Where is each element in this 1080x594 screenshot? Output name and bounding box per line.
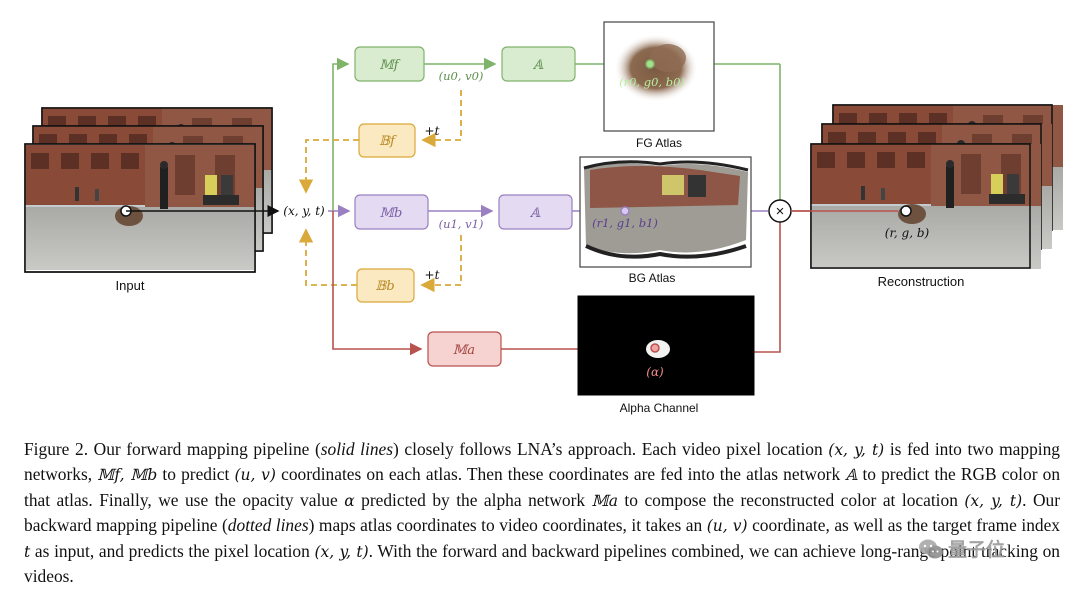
caption-solid-lines: solid lines (320, 439, 394, 459)
bg-atlas-net-label: 𝔸 (529, 206, 541, 221)
plus-t-bottom: +t (425, 268, 440, 282)
fg-atlas-point (645, 59, 655, 69)
bg-atlas-net-node (498, 194, 573, 230)
bb-label: 𝔹b (375, 279, 394, 294)
caption-text-19: ) maps atlas coordinates to video coordi… (308, 515, 707, 536)
fg-atlas-net-label: 𝔸 (532, 58, 544, 73)
caption-text-23: as input, and predicts the pixel locatio… (30, 540, 315, 561)
red-path-to-ma (332, 211, 423, 356)
caption-math-xyt-1: (x, y, t) (828, 441, 885, 459)
orange-bf-to-xyt (298, 139, 359, 194)
xyt-label: (x, y, t) (283, 204, 325, 218)
fg-atlas-label: FG Atlas (636, 136, 682, 150)
orange-path-to-bf (421, 90, 462, 148)
bf-label: 𝔹f (379, 134, 397, 149)
caption-math-ma: 𝕄a (591, 491, 618, 510)
caption-math-a: 𝔸 (845, 466, 858, 485)
bg-atlas-image (579, 156, 752, 268)
watermark-text: 量子位 (948, 539, 1006, 561)
wechat-icon (919, 539, 943, 558)
caption-math-uv-2: (u, v) (706, 517, 748, 536)
alpha-point (650, 343, 660, 353)
orange-bb-to-xyt (298, 228, 357, 286)
caption-text-21: coordinate, as well as the target frame … (747, 515, 1060, 536)
u0v0-label: (u0, v0) (439, 69, 484, 83)
caption-dotted-lines: dotted lines (227, 515, 309, 536)
bg-atlas-label: BG Atlas (629, 271, 676, 285)
rgb1-label: (r1, g1, b1) (592, 216, 658, 230)
caption-text-25: . With the forward and backward pipeline… (24, 540, 1061, 587)
u1v1-label: (u1, v1) (439, 217, 484, 231)
caption-math-mf-mb: 𝕄f, 𝕄b (97, 466, 158, 485)
figure-caption: Figure 2. Our forward mapping pipeline (… (24, 437, 1060, 588)
caption-text-5: is fed into two mapping networks, (24, 439, 1060, 485)
caption-text-13: predicted by the alpha network (354, 489, 592, 510)
mb-node (354, 194, 429, 230)
caption-math-uv-1: (u, v) (234, 466, 276, 485)
ma-label: 𝕄a (453, 343, 475, 358)
caption-math-t: t (24, 542, 31, 561)
caption-text-17: . Our backward mapping pipeline ( (24, 489, 1060, 536)
bg-atlas-point (620, 206, 630, 216)
caption-math-xyt-3: (x, y, t) (314, 542, 369, 561)
caption-text-15: to compose the reconstructed color at lo… (617, 489, 965, 510)
orange-path-to-bb (420, 235, 462, 293)
caption-text-7: to predict (157, 464, 235, 485)
caption-math-xyt-2: (x, y, t) (964, 491, 1023, 510)
mf-label: 𝕄f (379, 58, 400, 73)
caption-math-alpha: α (344, 491, 355, 510)
reconstruction-label: Reconstruction (878, 274, 965, 289)
green-path-to-mf (332, 57, 350, 211)
composite-symbol: × (776, 203, 785, 220)
reconstruction-point (900, 205, 912, 217)
red-alpha-to-composite (754, 222, 781, 353)
caption-text-11: to predict the RGB color on that atlas. … (24, 464, 1061, 510)
rgb0-label: (r0, g0, b0) (619, 75, 685, 89)
reconstruction-frames (810, 104, 1063, 269)
caption-text-1: Figure 2. Our forward mapping pipeline ( (24, 439, 321, 459)
rgb-label: (r, g, b) (885, 226, 930, 240)
plus-t-top: +t (425, 124, 440, 138)
watermark: 量子位 (918, 535, 1005, 562)
alpha-label: (α) (646, 365, 664, 379)
mb-label: 𝕄b (380, 206, 403, 221)
caption-text-9: coordinates on each atlas. Then these co… (275, 464, 846, 485)
input-frames (24, 107, 273, 273)
alpha-channel-label: Alpha Channel (620, 401, 699, 415)
pipeline-diagram: Input (x, y, t) 𝕄f (u0, v0) 𝔸 (r0, g0, b… (24, 21, 1063, 415)
caption-text-3: ) closely follows LNA’s approach. Each v… (393, 439, 829, 459)
input-label: Input (116, 278, 145, 293)
